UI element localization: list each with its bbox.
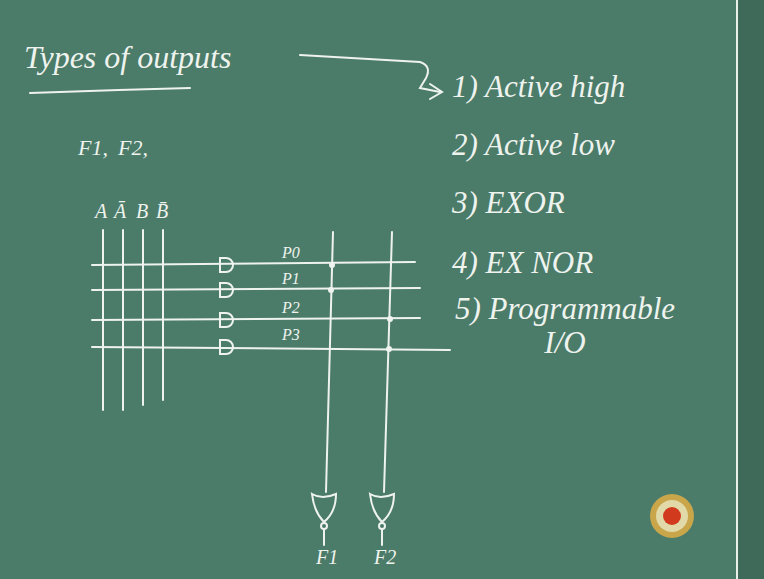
list-item: 3) EXOR (452, 186, 565, 220)
output-name: F2 (374, 546, 396, 568)
board-edge (738, 0, 764, 579)
list-item: 5) Programmable I/O (440, 292, 690, 360)
title-underline (30, 88, 190, 93)
list-item: 4) EX NOR (452, 246, 593, 280)
input-name: Ā (114, 200, 126, 222)
pla-sketch (30, 55, 450, 545)
product-term: P0 (282, 244, 300, 262)
list-item: 2) Active low (452, 128, 615, 162)
fuse-dots (328, 262, 393, 352)
input-name: A (95, 200, 107, 222)
chalk-divider (736, 0, 738, 579)
output-name: F1 (316, 546, 338, 568)
product-term: P2 (282, 299, 300, 317)
record-icon (650, 494, 694, 538)
list-item: 1) Active high (452, 70, 625, 104)
function-name: F2, (118, 136, 148, 160)
input-name: B̄ (156, 200, 168, 222)
pointer-arrow (300, 55, 440, 92)
input-name: B (136, 200, 148, 222)
arrow-head (430, 84, 442, 99)
product-term: P1 (282, 270, 300, 288)
board-title: Types of outputs (24, 40, 231, 75)
function-name: F1, (78, 136, 108, 160)
product-term: P3 (282, 326, 300, 344)
